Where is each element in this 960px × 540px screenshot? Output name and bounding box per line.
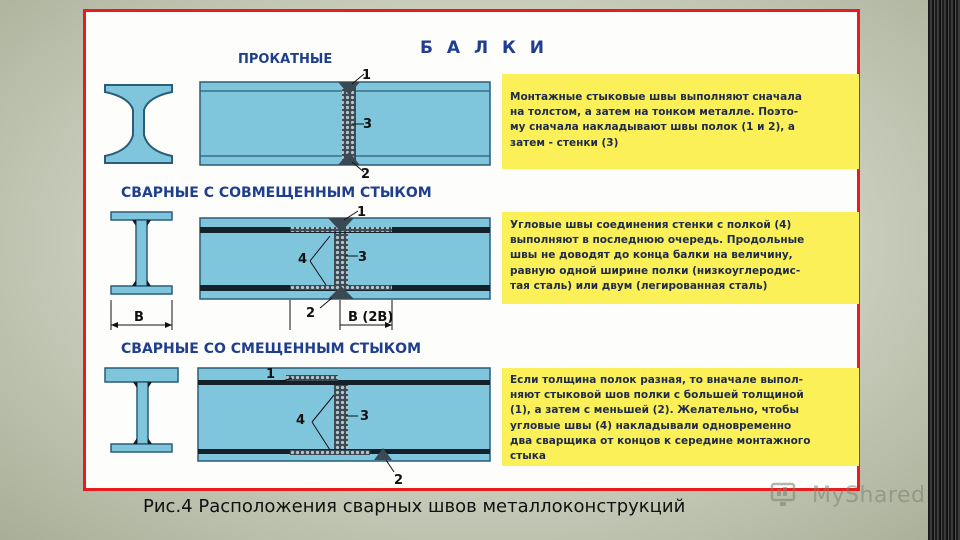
label-4-offset: 4: [296, 413, 305, 428]
rolled-beam-side-view: [199, 73, 491, 173]
figure-caption: Рис.4 Расположения сварных швов металлок…: [143, 496, 686, 517]
flange-weld-2-offset: [374, 448, 392, 460]
heading-rolled: ПРОКАТНЫЕ: [238, 52, 333, 67]
label-3-rolled: 3: [363, 117, 372, 132]
web-weld-3: [342, 83, 356, 163]
diagram-title: Б А Л К И: [420, 38, 549, 58]
label-2-offset: 2: [394, 473, 403, 488]
web-weld-offset: [334, 385, 348, 449]
note-rolled: Монтажные стыковые швы выполняют сначала…: [502, 74, 859, 169]
label-1-combined: 1: [357, 205, 366, 220]
web-weld-combined: [334, 233, 348, 285]
welded-ibeam-section-offset: [104, 367, 179, 453]
note-offset-joint: Если толщина полок разная, то вначале вы…: [502, 368, 859, 466]
watermark: MyShared: [770, 479, 930, 511]
label-4-combined: 4: [298, 252, 307, 267]
flange-weld-1-offset: [286, 375, 338, 381]
label-2-combined: 2: [306, 306, 315, 321]
note-combined-joint: Угловые швы соединения стенки с полкой (…: [502, 212, 859, 304]
longitudinal-weld-bottom-offset: [290, 450, 370, 455]
label-1-rolled: 1: [362, 68, 371, 83]
label-3-combined: 3: [358, 250, 367, 265]
heading-combined-joint: СВАРНЫЕ С СОВМЕЩЕННЫМ СТЫКОМ: [121, 185, 432, 201]
label-2-rolled: 2: [361, 167, 370, 182]
watermark-text: MyShared: [812, 482, 926, 508]
flange-weld-2: [338, 152, 360, 165]
label-3-offset: 3: [360, 409, 369, 424]
welded-ibeam-section-combined: [110, 211, 173, 295]
right-edge-strip: [928, 0, 960, 540]
rolled-ibeam-section: [104, 84, 173, 164]
label-b: В: [134, 310, 144, 325]
flange-weld-1: [338, 82, 360, 95]
number-labels: 1 3 2 1 3 4 2 1 3 4 2: [266, 68, 403, 488]
label-1-offset: 1: [266, 367, 275, 382]
dimension-b: [110, 300, 173, 330]
label-b2: В (2В): [348, 310, 393, 325]
offset-beam-side-view: [197, 367, 491, 473]
combined-beam-side-view: [199, 210, 491, 330]
watermark-logo-icon: [770, 482, 796, 506]
heading-offset-joint: СВАРНЫЕ СО СМЕЩЕННЫМ СТЫКОМ: [121, 341, 421, 357]
